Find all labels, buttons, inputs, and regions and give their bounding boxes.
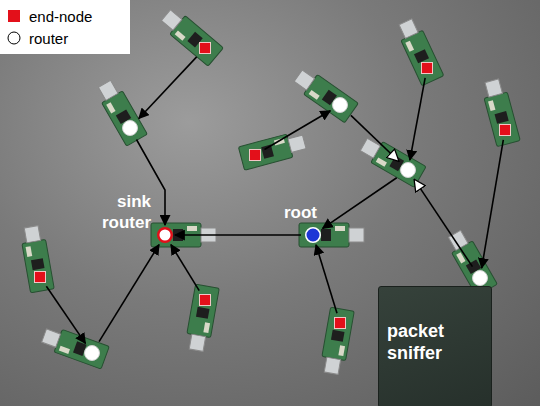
link-arrow (351, 115, 399, 161)
end-node-marker (499, 124, 511, 136)
router-marker (400, 162, 416, 178)
link-arrow (46, 286, 85, 343)
legend-row: end-node (7, 5, 130, 27)
link-arrow (410, 78, 425, 160)
marker-shape (122, 120, 138, 136)
marker-shape (332, 97, 348, 113)
router-marker (122, 120, 138, 136)
sink-router-marker: sink router (157, 227, 173, 243)
marker-circle (123, 121, 138, 136)
end-node-marker (249, 149, 261, 161)
legend-box: end-node router (0, 0, 130, 54)
link-arrow (136, 139, 165, 225)
node-label: sink router (102, 192, 151, 233)
router-marker (84, 345, 100, 361)
sensor-board (184, 284, 219, 352)
legend-text: end-node (29, 8, 92, 25)
marker-circle (158, 228, 172, 242)
link-arrow (482, 140, 504, 268)
link-arrow (316, 245, 337, 313)
link-arrow (175, 234, 301, 236)
sensor-board (395, 17, 444, 86)
legend-circle (8, 32, 20, 44)
marker-circle (306, 228, 321, 243)
marker-shape (400, 162, 416, 178)
end-node-marker (421, 62, 433, 74)
sensor-board (358, 134, 426, 187)
device-label: packet sniffer (387, 321, 444, 364)
end-node-marker (34, 271, 46, 283)
sensor-board (158, 6, 223, 66)
link-arrow (414, 180, 472, 267)
marker-circle (401, 163, 416, 178)
sensor-board (480, 78, 520, 147)
legend-symbol (7, 31, 21, 45)
link-arrow (264, 111, 330, 150)
legend-swatch (8, 10, 20, 22)
root-marker: root (305, 227, 321, 243)
sensor-board (19, 225, 54, 293)
legend-text: router (29, 30, 68, 47)
link-arrow (171, 245, 199, 291)
packet-sniffer-board: packet sniffer (378, 286, 492, 406)
link-arrow (323, 178, 397, 229)
marker-circle (333, 98, 348, 113)
router-marker (332, 97, 348, 113)
marker-shape (84, 345, 100, 361)
sensor-board (40, 324, 109, 369)
link-arrow (139, 57, 197, 119)
node-label: root (284, 203, 317, 223)
sensor-board (319, 307, 354, 375)
marker-circle (85, 346, 100, 361)
end-node-marker (199, 42, 211, 54)
marker-circle (473, 271, 488, 286)
sensor-board (299, 223, 364, 247)
legend-row: router (7, 27, 130, 49)
link-arrow (99, 245, 159, 342)
marker-shape (305, 227, 321, 243)
end-node-marker (334, 317, 346, 329)
sensor-board (94, 78, 147, 146)
marker-shape (472, 270, 488, 286)
router-marker (472, 270, 488, 286)
sensor-board (238, 130, 307, 170)
marker-shape (157, 227, 173, 243)
end-node-marker (199, 294, 211, 306)
